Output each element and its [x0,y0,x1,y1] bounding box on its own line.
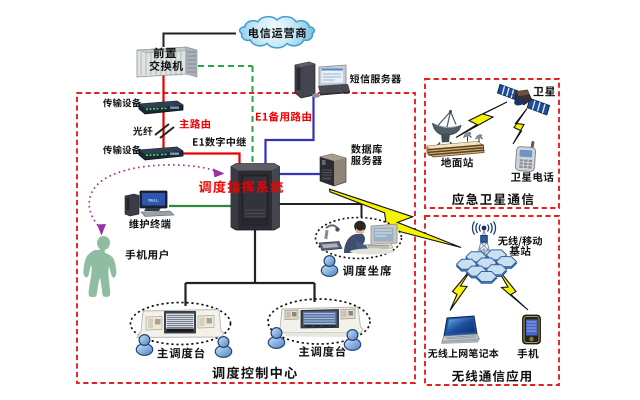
svg-text:DELL: DELL [148,198,159,203]
